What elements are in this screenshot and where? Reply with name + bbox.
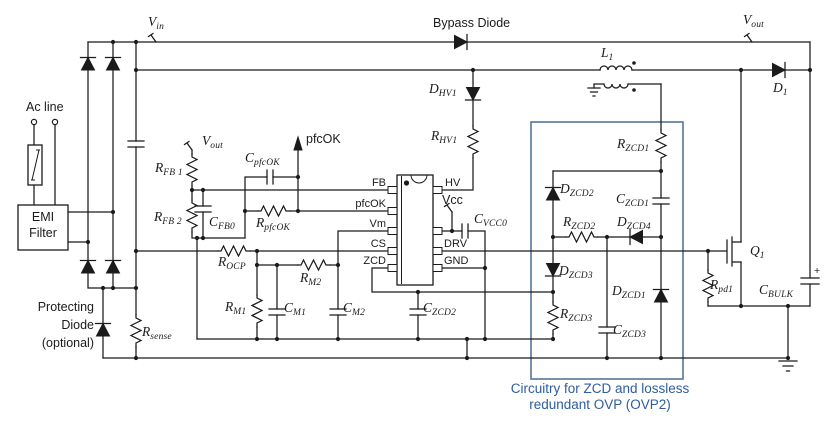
ground-icon	[778, 360, 798, 372]
label-cbulk-plus: +	[814, 265, 821, 277]
label-ac-line: Ac line	[26, 100, 64, 114]
label-emi-line2: Filter	[29, 226, 57, 240]
label-pin-pfcok: pfcOK	[355, 198, 386, 210]
label-pin-hv: HV	[445, 177, 461, 189]
label-dzcd3: DZCD3	[559, 263, 593, 281]
label-rzcd1: RZCD1	[617, 136, 650, 154]
label-protecting-1: Protecting	[37, 300, 94, 314]
label-rpfcok: RpfcOK	[256, 215, 291, 233]
label-cpfcok: CpfcOK	[245, 150, 280, 168]
label-pin-zcd: ZCD	[363, 255, 386, 267]
label-vcc-signal: Vcc	[442, 193, 463, 207]
label-pfcok-signal: pfcOK	[306, 132, 341, 146]
label-pin-drv: DRV	[444, 238, 468, 250]
label-cbulk: CBULK	[759, 282, 794, 300]
label-czcd1: CZCD1	[616, 191, 650, 209]
label-cfb0: CFB0	[209, 214, 235, 232]
label-vout-top: Vout	[743, 12, 764, 30]
label-rocp: ROCP	[218, 254, 246, 272]
fuse-icon	[27, 144, 43, 186]
label-vin: Vin	[148, 14, 165, 32]
label-protecting-3: (optional)	[41, 336, 94, 350]
label-czcd2: CZCD2	[423, 300, 457, 318]
ac-input-section	[17, 118, 114, 251]
label-emi-line1: EMI	[31, 210, 55, 224]
label-rm2: RM2	[300, 270, 322, 288]
label-dhv1: DHV1	[429, 81, 457, 99]
controller-ic	[387, 174, 443, 286]
label-pin-gnd: GND	[444, 255, 469, 267]
label-rzcd2: RZCD2	[563, 214, 596, 232]
junction-dots	[85, 39, 813, 361]
bridge-rectifier	[79, 41, 137, 289]
power-rails	[87, 32, 811, 359]
label-caption-2: redundant OVP (OVP2)	[529, 397, 671, 412]
pfcok-arrow-icon	[293, 135, 303, 151]
label-protecting-2: Diode	[61, 318, 94, 332]
boost-inductor	[587, 61, 662, 97]
sense-branch	[94, 287, 142, 359]
label-rfb2: RFB 2	[154, 209, 182, 227]
label-bypass-diode: Bypass Diode	[433, 16, 511, 30]
emi-filter-box	[17, 204, 69, 251]
label-vout-fb: Vout	[202, 133, 223, 151]
label-cm1: CM1	[284, 300, 307, 318]
output-stage	[702, 41, 820, 372]
ground-icon	[587, 87, 601, 97]
label-rfb1: RFB 1	[155, 160, 183, 178]
cbulk-capacitor-icon	[800, 277, 820, 285]
label-d1: D1	[773, 80, 788, 98]
label-rpd1: Rpd1	[710, 277, 734, 295]
label-dzcd2: DZCD2	[560, 181, 594, 199]
label-pin-vm: Vm	[369, 218, 387, 230]
label-pin-fb: FB	[371, 177, 386, 189]
label-cvcc0: CVCC0	[474, 211, 508, 229]
feedback-network	[183, 135, 389, 340]
label-rm1: RM1	[225, 299, 247, 317]
label-dzcd4: DZCD4	[617, 214, 651, 232]
label-rsense: Rsense	[142, 324, 172, 342]
label-pin-cs: CS	[370, 238, 386, 250]
mosfet-q1-icon	[726, 236, 742, 267]
label-dzcd1: DZCD1	[612, 283, 646, 301]
label-rhv1: RHV1	[431, 128, 458, 146]
ic-notch-icon	[410, 174, 428, 184]
label-l1: L1	[601, 45, 614, 63]
winding-dot-icon	[632, 61, 636, 65]
label-rzcd3: RZCD3	[560, 306, 593, 324]
label-czcd3: CZCD3	[613, 322, 647, 340]
label-q1: Q1	[750, 243, 765, 261]
zcd-ovp2-network	[544, 83, 670, 359]
ic-pin1-dot-icon	[403, 180, 410, 186]
label-caption-1: Circuitry for ZCD and lossless	[510, 381, 690, 396]
label-cm2: CM2	[343, 300, 366, 318]
winding-dot-icon	[632, 88, 636, 92]
